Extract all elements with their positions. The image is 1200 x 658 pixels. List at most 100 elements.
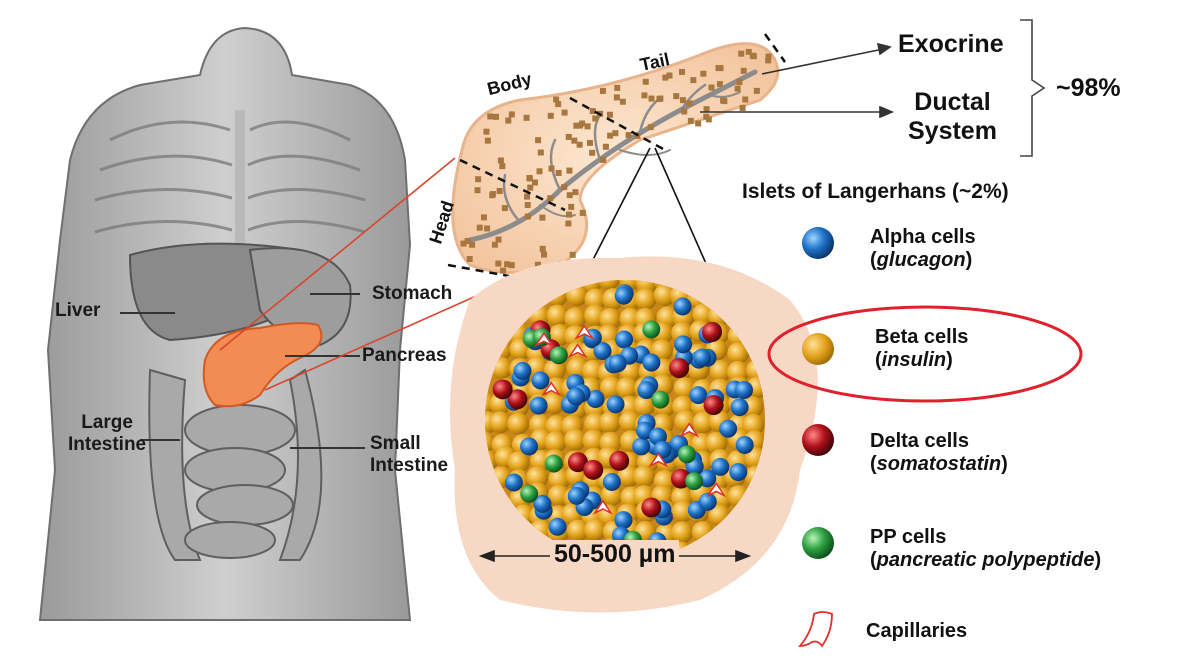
acinus-dot <box>495 260 502 267</box>
label-small-intestine: Small Intestine <box>370 433 448 477</box>
beta-highlight-ellipse <box>767 305 1083 403</box>
acinus-dot <box>765 53 772 60</box>
capillary <box>679 422 700 438</box>
acinus-dot <box>571 137 578 144</box>
alpha-cell <box>533 494 552 513</box>
acinus-dot <box>541 251 548 258</box>
beta-cell <box>599 307 622 330</box>
capillary <box>567 343 588 359</box>
acinus-dot <box>695 120 702 127</box>
acinus-dot <box>606 111 613 118</box>
beta-cell <box>634 288 657 311</box>
acinus-dot <box>553 96 560 103</box>
legend-pp-hormone: (pancreatic polypeptide) <box>870 549 1102 571</box>
legend-beta-hormone: (insulin) <box>875 349 953 371</box>
acinus-dot <box>548 165 555 172</box>
organ-leader-lines <box>120 293 365 449</box>
acinus-dot <box>499 163 506 170</box>
acinus-dot <box>484 225 491 232</box>
beta-cell <box>692 411 715 434</box>
alpha-cell <box>520 437 539 456</box>
delta-cell <box>641 497 662 518</box>
torso-illustration <box>38 26 412 621</box>
alpha-cell <box>614 511 633 530</box>
legend-capillaries: Capillaries <box>866 620 968 642</box>
beta-cell <box>601 484 624 507</box>
alpha-cell <box>602 472 621 491</box>
acinus-dot <box>495 236 502 243</box>
beta-cell <box>544 431 567 454</box>
acinus-dot <box>523 114 530 121</box>
enlarged-pancreas <box>447 33 787 280</box>
acinus-dot <box>561 109 568 116</box>
acinus-dot <box>547 112 554 119</box>
acinus-dot <box>466 256 473 263</box>
acinus-dot <box>547 195 554 202</box>
capillary <box>592 499 614 515</box>
beta-cell <box>546 304 569 327</box>
legend-delta-hormone: (somatostatin) <box>870 453 1008 475</box>
pp-cell <box>651 390 670 409</box>
acinus-dot <box>576 141 583 148</box>
label-stomach: Stomach <box>372 283 453 304</box>
alpha-cell <box>730 398 749 417</box>
beta-cell <box>709 359 732 382</box>
alpha-cell <box>531 371 550 390</box>
acinus-dot <box>555 101 562 108</box>
legend-pp: PP cells (pancreatic polypeptide) <box>870 526 1101 572</box>
capillary <box>706 482 727 498</box>
beta-cell <box>543 359 566 382</box>
alpha-cell <box>637 381 656 400</box>
acinus-dot <box>480 214 487 221</box>
legend-markers <box>767 227 1083 648</box>
capillary-marker <box>798 611 833 648</box>
beta-cell <box>617 465 640 488</box>
legend-beta: Beta cells (insulin) <box>875 326 968 372</box>
beta-cell <box>566 519 589 542</box>
beta-cell <box>671 521 694 544</box>
pancreas-organ <box>202 322 323 408</box>
acinus-dot <box>527 184 534 191</box>
acinus-dot <box>464 238 471 245</box>
acinus-dot <box>474 187 481 194</box>
beta-cell <box>584 518 607 541</box>
beta-cell <box>653 284 676 307</box>
acinus-dot <box>561 184 568 191</box>
delta-cell <box>507 389 528 410</box>
acinus-dot <box>614 84 621 91</box>
acinus-dot <box>625 132 632 139</box>
acinus-dot <box>524 213 531 220</box>
acinus-dot <box>487 113 494 120</box>
alpha-cell <box>586 390 605 409</box>
alpha-cell <box>642 353 661 372</box>
alpha-cell <box>689 386 708 405</box>
alpha-cell <box>735 435 754 454</box>
beta-cell <box>727 342 750 365</box>
beta-cell <box>584 288 607 311</box>
alpha-cell <box>711 457 730 476</box>
alpha-cell <box>529 396 548 415</box>
rib-cage <box>94 110 366 250</box>
acinus-dot <box>566 167 573 174</box>
legend-pp-name: PP cells <box>870 526 947 548</box>
legend-delta: Delta cells (somatostatin) <box>870 430 1008 476</box>
legend-delta-name: Delta cells <box>870 430 969 452</box>
acinus-dot <box>717 65 724 72</box>
acinus-dot <box>565 220 572 227</box>
alpha-cell-marker <box>802 227 834 259</box>
alpha-cell <box>608 354 627 373</box>
acinus-dot <box>716 81 723 88</box>
label-exocrine-percent: ~98% <box>1056 74 1121 102</box>
beta-cell <box>485 431 496 454</box>
acinus-dot <box>602 143 609 150</box>
alpha-cell <box>735 381 754 400</box>
capillary <box>533 331 555 348</box>
delta-cell <box>703 395 724 416</box>
beta-cell <box>545 415 568 438</box>
alpha-cell <box>513 361 532 380</box>
acinus-dot <box>680 97 687 104</box>
acinus-dot <box>491 241 498 248</box>
acinus-dot <box>531 179 538 186</box>
acinus-dot <box>662 74 669 81</box>
beta-cell <box>582 429 605 452</box>
